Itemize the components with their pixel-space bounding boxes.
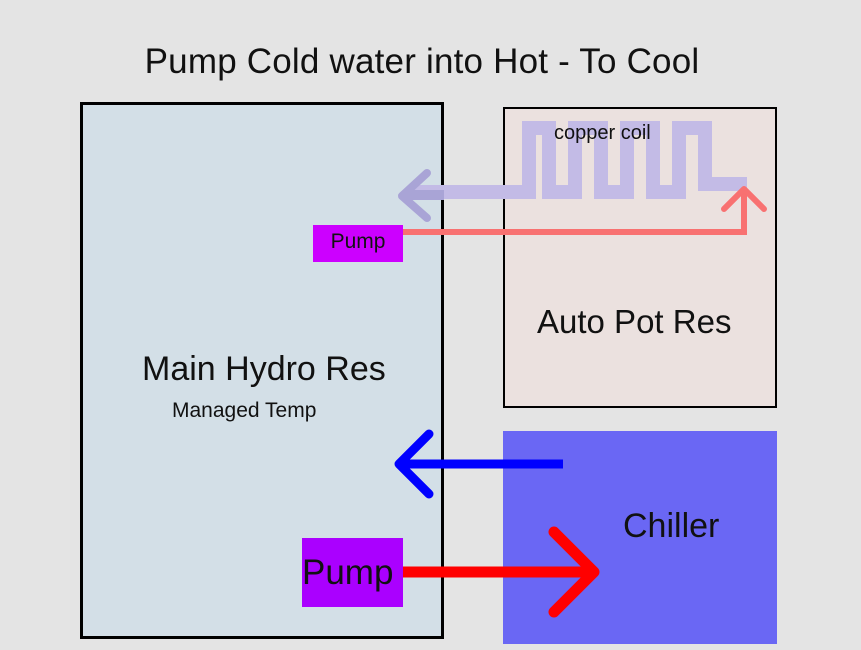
main-reservoir-sublabel: Managed Temp (172, 399, 317, 422)
pump-top-label: Pump (330, 229, 386, 253)
main-reservoir-label: Main Hydro Res (142, 350, 386, 388)
pump-top: Pump (313, 225, 403, 262)
pump-bottom-label: Pump (302, 552, 394, 592)
pump-bottom: Pump (302, 538, 403, 607)
diagram-title: Pump Cold water into Hot - To Cool (144, 42, 700, 81)
auto-pot-reservoir (503, 107, 777, 408)
chiller-label: Chiller (623, 507, 720, 545)
copper-coil-label: copper coil (554, 122, 651, 144)
auto-pot-label: Auto Pot Res (537, 303, 732, 340)
